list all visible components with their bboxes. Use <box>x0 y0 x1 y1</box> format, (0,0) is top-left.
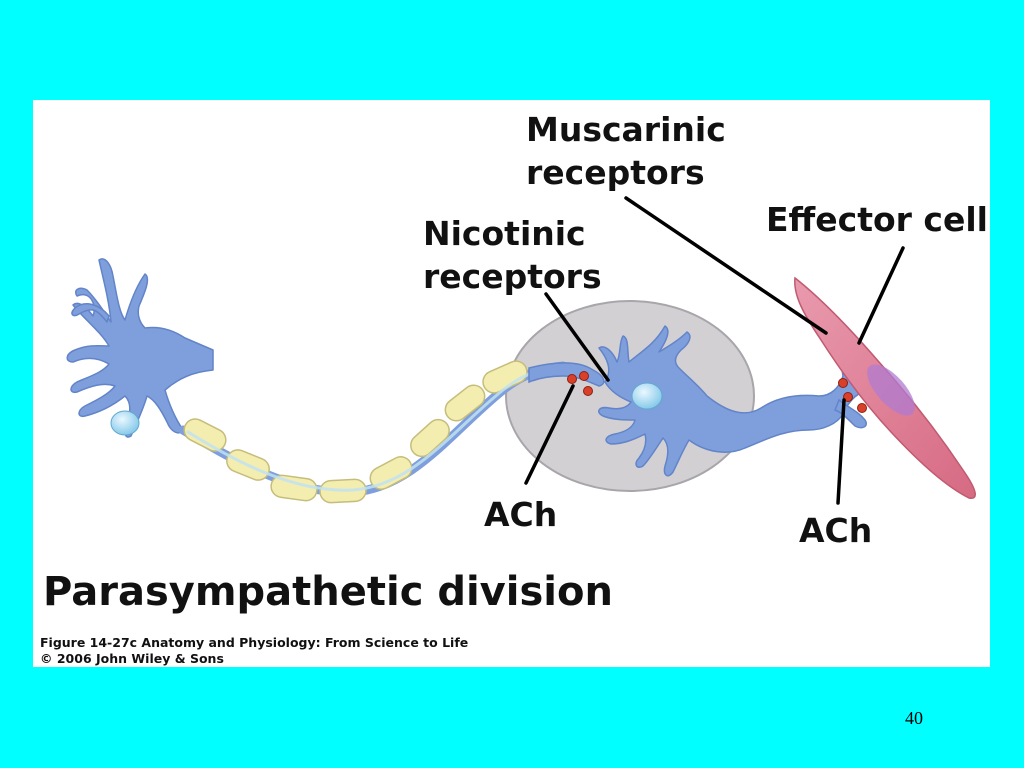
preganglionic-neuron <box>66 258 214 438</box>
label-muscarinic-line1: Muscarinic <box>526 110 726 149</box>
myelin-segment <box>369 456 413 490</box>
preganglionic-dendrite <box>71 303 110 323</box>
effector-nucleus <box>867 364 915 416</box>
ach-molecule <box>579 371 589 381</box>
leader-nicotinic <box>544 292 610 382</box>
label-effector-cell: Effector cell <box>766 200 988 239</box>
page-number: 40 <box>905 708 923 728</box>
myelin-sheath <box>183 360 528 504</box>
division-title: Parasympathetic division <box>43 569 613 615</box>
ach-molecule <box>857 403 867 413</box>
label-ach-left: ACh <box>484 495 557 534</box>
figure-panel: Muscarinic receptors Nicotinic receptors… <box>33 100 990 667</box>
ach-molecules-effector <box>838 378 867 413</box>
ach-molecule <box>838 378 848 388</box>
leader-ach-right <box>836 398 846 505</box>
ach-molecule <box>567 374 577 384</box>
ach-molecule <box>583 386 593 396</box>
preganglionic-cell-body <box>66 258 214 438</box>
preganglionic-nucleus <box>110 410 140 436</box>
ach-molecule <box>843 392 853 402</box>
leader-muscarinic <box>624 196 828 335</box>
leader-effector <box>857 246 905 345</box>
parasympathetic-diagram: Muscarinic receptors Nicotinic receptors… <box>40 110 988 666</box>
axon-core <box>186 368 545 492</box>
ach-molecules-ganglion <box>567 371 593 396</box>
myelin-segment <box>270 474 318 502</box>
myelin-segment <box>410 418 450 458</box>
postganglionic-cell-body <box>598 325 874 477</box>
label-nicotinic-line2: receptors <box>423 257 602 296</box>
myelin-segment <box>444 384 486 422</box>
figure-credit-line1: Figure 14-27c Anatomy and Physiology: Fr… <box>40 635 468 650</box>
label-ach-right: ACh <box>799 511 872 550</box>
leader-ach-left <box>524 384 575 485</box>
leader-lines <box>524 196 905 505</box>
postganglionic-nucleus <box>631 382 663 410</box>
figure-credit-line2: © 2006 John Wiley & Sons <box>40 651 224 666</box>
label-muscarinic-line2: receptors <box>526 153 705 192</box>
label-nicotinic-line1: Nicotinic <box>423 214 586 253</box>
myelin-segment <box>183 418 227 452</box>
